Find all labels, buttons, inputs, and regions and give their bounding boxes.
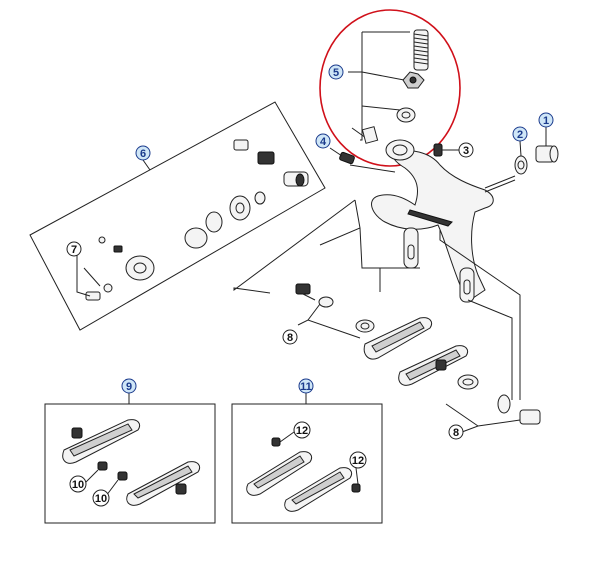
callout-4: 4 [315,133,331,149]
part-1-nut [535,145,559,163]
callout-8-upper: 8 [282,329,298,345]
callout-1-text: 1 [543,115,549,127]
callout-5-text: 5 [333,67,339,79]
callout-8-lower: 8 [448,424,464,440]
part-3-pin [433,143,460,157]
inset-11-pads [246,431,361,512]
caliper-arm-body [349,139,516,303]
callout-11-text: 11 [300,381,312,393]
callout-10-b: 10 [92,489,110,507]
part-4-bolt [329,147,355,165]
callout-8-lower-text: 8 [453,427,459,439]
callout-10-a-text: 10 [72,479,84,491]
callout-6-text: 6 [140,148,146,160]
callout-9: 9 [121,378,137,394]
callout-10-a: 10 [69,475,87,493]
callout-4-text: 4 [320,136,327,148]
callout-2: 2 [512,126,528,142]
assembly-guide-lines [233,199,521,400]
callout-7: 7 [66,241,82,257]
callout-12-a-text: 12 [296,425,308,437]
callout-11: 11 [298,378,314,394]
part-8-lower-fixing [445,374,541,433]
callout-1: 1 [538,112,554,128]
part-8-upper-fixing [295,283,375,339]
callout-8-upper-text: 8 [287,332,293,344]
part-5-adjuster-assembly [348,29,429,144]
inset-panel-6 [29,101,326,331]
callout-3: 3 [458,142,474,158]
adjuster-nut [402,71,425,89]
callout-12-b-text: 12 [352,455,364,467]
callout-10-b-text: 10 [95,493,107,505]
spring [413,29,429,71]
callout-12-b: 12 [349,451,367,469]
clip-washer [396,107,416,123]
callout-9-text: 9 [126,381,132,393]
callout-12-a: 12 [293,421,311,439]
callout-6: 6 [135,145,151,161]
brake-pad-left [363,317,433,360]
callout-5: 5 [328,64,344,80]
callout-7-text: 7 [71,244,77,256]
highlight-ring [319,9,461,167]
callout-2-text: 2 [517,129,523,141]
brake-pad-right [398,345,469,386]
inset-6-parts [76,139,309,301]
callout-3-text: 3 [463,145,469,157]
part-2-washer [514,155,528,175]
inset-9-pads [62,419,201,506]
